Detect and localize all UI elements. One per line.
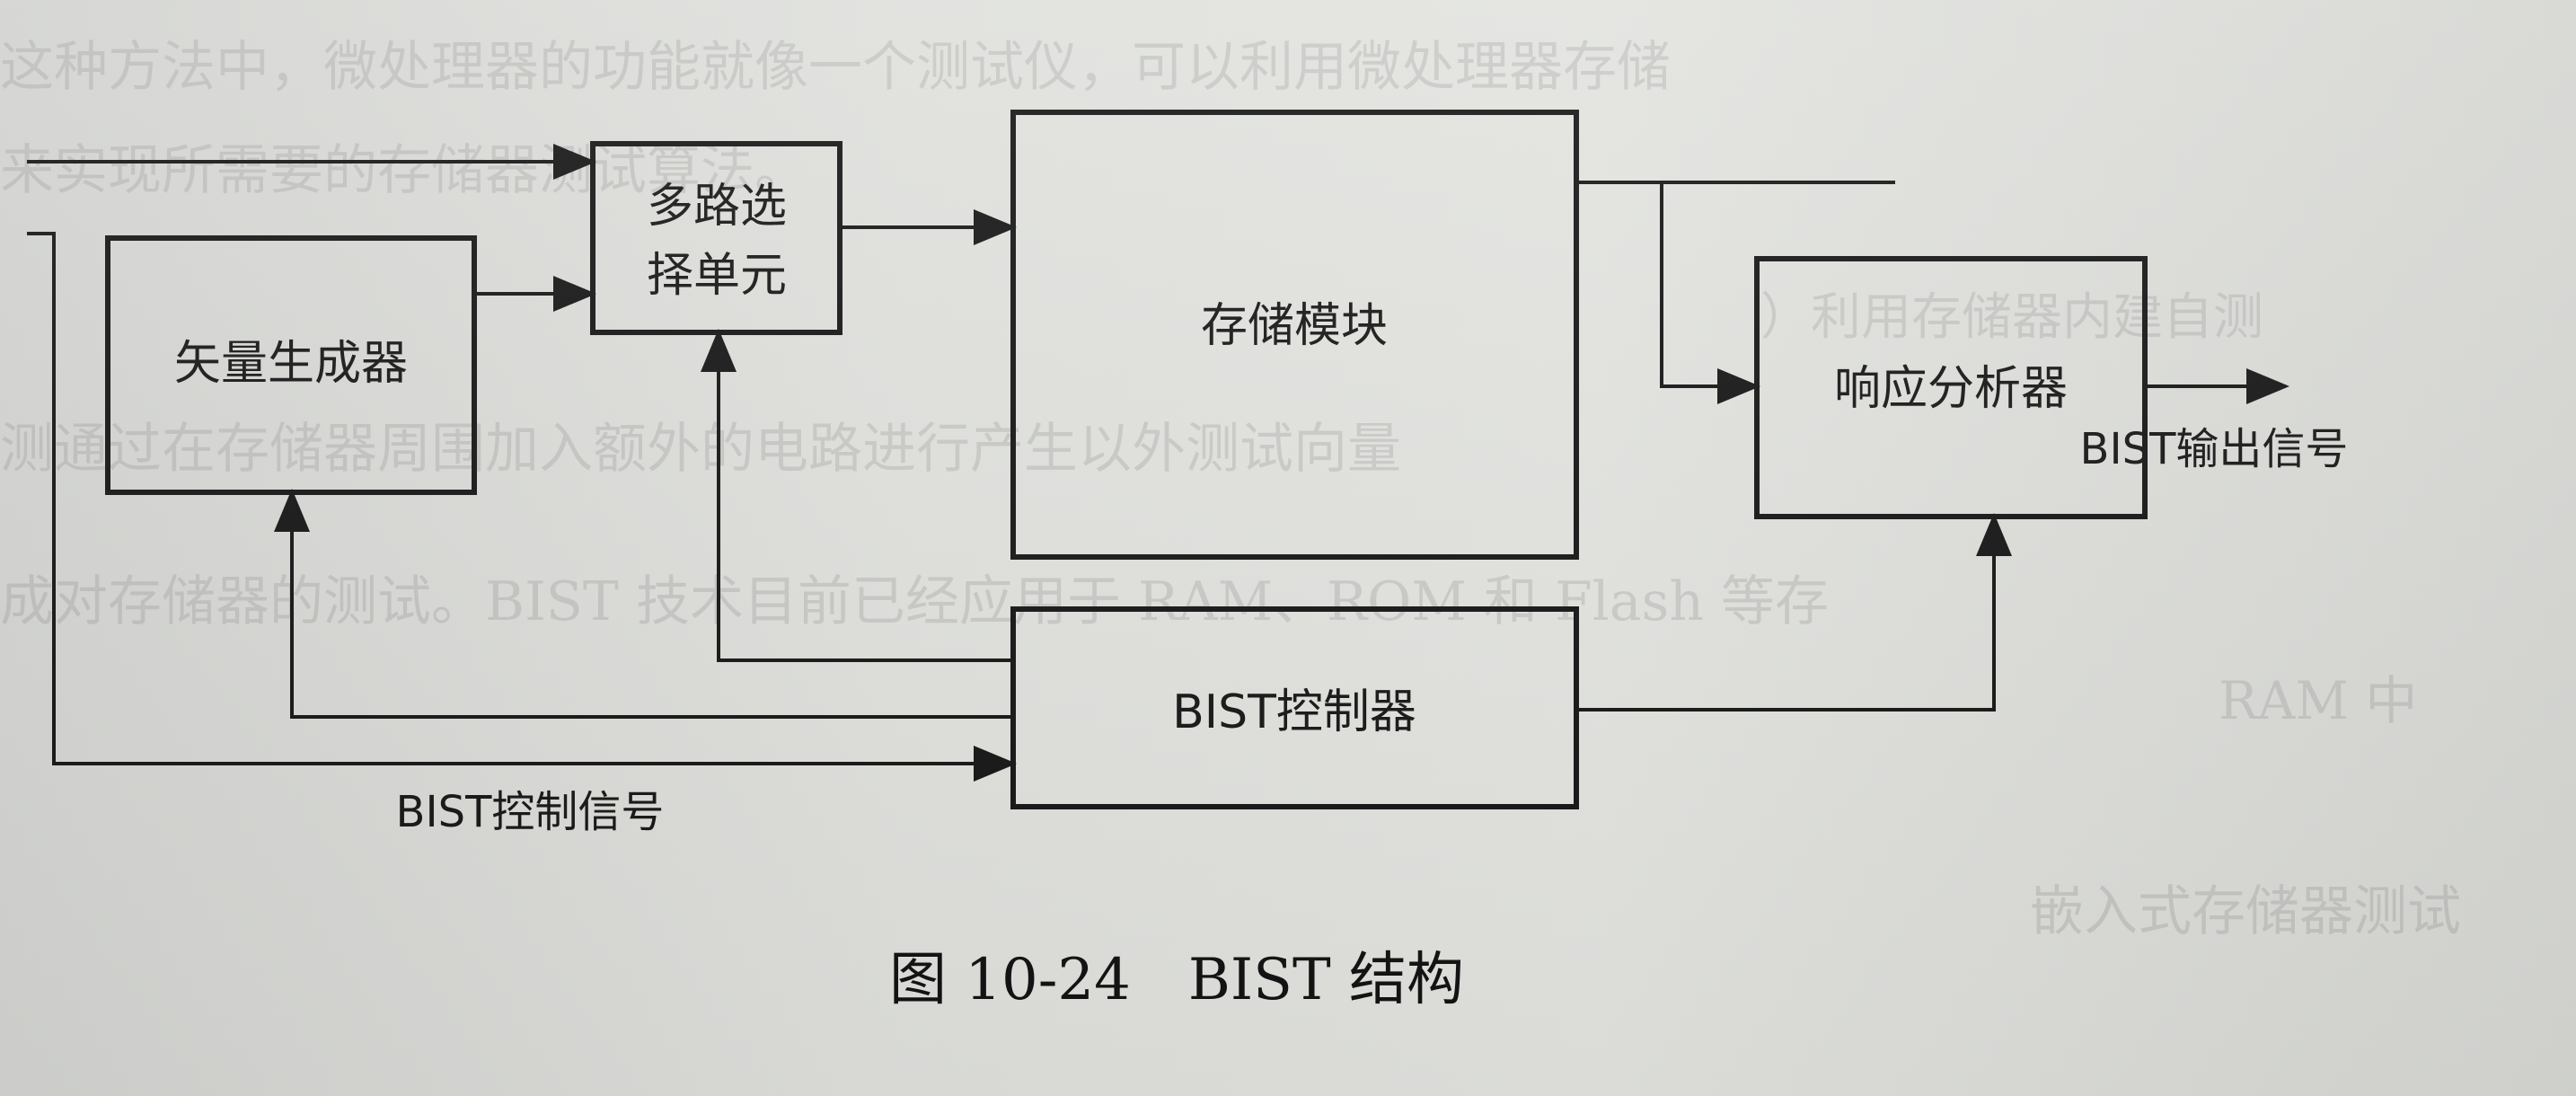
diagram-wires <box>27 144 2289 782</box>
background-bleed-through-text: 这种方法中，微处理器的功能就像一个测试仪，可以利用微处理器存储 来实现所需要的存… <box>0 36 2461 943</box>
multiplexer-label-line-1: 多路选 <box>647 180 787 234</box>
controller-to-analyzer-arrow <box>1576 513 2012 712</box>
bleed-text-line: RAM 中 <box>2219 670 2417 731</box>
figure-caption: 图 10-24 BIST 结构 <box>889 947 1464 1013</box>
bleed-text-line: 这种方法中，微处理器的功能就像一个测试仪，可以利用微处理器存储 <box>0 36 1671 99</box>
diagram-labels: 矢量生成器 多路选 择单元 存储模块 响应分析器 BIST控制器 BIST输出信… <box>174 180 2348 1013</box>
bleed-text-line: 嵌入式存储器测试 <box>2030 880 2461 943</box>
bleed-text-line: 成对存储器的测试。BIST 技术目前已经应用于 RAM、ROM 和 Flash … <box>0 570 1829 633</box>
bleed-text-line: 测通过在存储器周围加入额外的电路进行产生以外测试向量 <box>0 418 1401 481</box>
memory-module-label: 存储模块 <box>1201 299 1388 353</box>
response-analyzer-label: 响应分析器 <box>1834 362 2068 416</box>
vector-generator-label: 矢量生成器 <box>174 337 408 391</box>
memory-to-analyzer-arrow <box>1660 182 1760 404</box>
controller-to-vector-arrow <box>274 489 1013 719</box>
bist-output-signal-label: BIST输出信号 <box>2080 424 2349 474</box>
bleed-text-line: ）利用存储器内建自测 <box>1760 288 2263 347</box>
memory-module-box <box>1010 110 1579 560</box>
bist-control-signal-label: BIST控制信号 <box>396 787 665 837</box>
control-signal-arrow <box>27 232 1017 782</box>
bist-controller-label: BIST控制器 <box>1172 685 1416 739</box>
diagram-boxes <box>105 110 2148 809</box>
controller-to-mux-arrow <box>701 329 1013 662</box>
bleed-text-line: 来实现所需要的存储器测试算法。 <box>0 139 808 202</box>
multiplexer-label-line-2: 择单元 <box>647 249 787 303</box>
